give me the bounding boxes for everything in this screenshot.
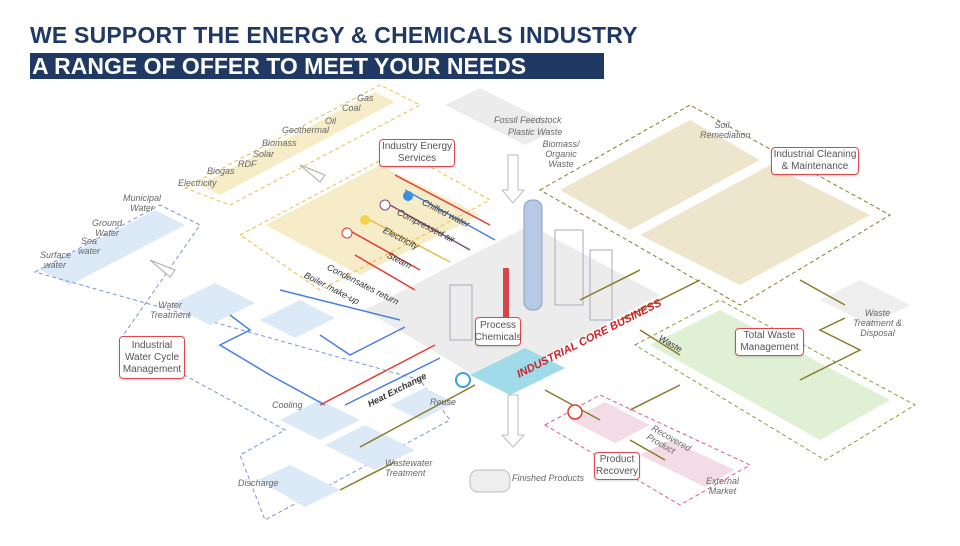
water-sources-area — [40, 210, 185, 285]
label-electricity-source: Electricity — [178, 178, 217, 188]
label-gas: Gas — [357, 93, 374, 103]
label-ground-water: Ground Water — [92, 218, 123, 238]
label-biomass-organic-waste: Biomass/ Organic Waste — [542, 139, 580, 169]
label-coal: Coal — [342, 103, 361, 113]
label-oil: Oil — [325, 116, 336, 126]
offer-product-recovery[interactable]: Product Recovery — [594, 452, 640, 480]
label-solar: Solar — [253, 149, 275, 159]
energy-sources-dash — [183, 84, 422, 206]
reuse-tile — [390, 388, 455, 420]
steam-icon — [341, 227, 353, 239]
lightning-icon — [360, 215, 370, 225]
label-surface-water: Surface water — [40, 250, 72, 270]
hollow-arrow-icon — [149, 259, 176, 278]
core-platform — [365, 225, 660, 385]
filtration-tile — [260, 300, 335, 338]
title-line-2: A RANGE OF OFFER TO MEET YOUR NEEDS — [30, 53, 604, 79]
recycle-icon — [567, 404, 583, 420]
external-market-area — [640, 440, 735, 487]
utility-lines — [218, 174, 496, 406]
label-external-market: External Market — [705, 476, 740, 496]
product-recovery-area — [570, 402, 650, 443]
water-drop-icon — [455, 372, 471, 388]
label-fossil-feedstock: Fossil Feedstock — [494, 115, 562, 125]
label-biogas: Biogas — [207, 166, 235, 176]
label-water-treatment: Water Treatment — [150, 300, 191, 320]
cleaning-dash — [538, 104, 892, 306]
offer-industry-energy-services[interactable]: Industry Energy Services — [379, 139, 455, 167]
chimney — [503, 268, 509, 318]
hollow-arrow-icon — [299, 164, 326, 183]
label-finished-products: Finished Products — [512, 473, 585, 483]
label-reuse: Reuse — [430, 397, 457, 407]
cleaning-area — [640, 165, 870, 285]
offer-total-waste-management[interactable]: Total Waste Management — [735, 328, 804, 356]
total-waste-area — [650, 310, 890, 440]
rack-structure-2 — [449, 284, 473, 341]
title-line-1: WE SUPPORT THE ENERGY & CHEMICALS INDUST… — [30, 22, 638, 48]
feedstock-area — [445, 88, 560, 145]
label-rdf: RDF — [238, 159, 257, 169]
offer-industrial-water-cycle-management[interactable]: Industrial Water Cycle Management — [119, 336, 185, 379]
energy-plant-area — [265, 165, 480, 275]
water-treatment-tile — [170, 283, 255, 325]
offer-industrial-cleaning-maintenance[interactable]: Industrial Cleaning & Maintenance — [771, 147, 859, 175]
feedstock-arrow — [500, 154, 526, 204]
label-cooling: Cooling — [272, 400, 303, 410]
label-geothermal: Geothermal — [282, 125, 330, 135]
rack-structure — [589, 249, 613, 321]
label-wastewater-treatment: Wastewater Treatment — [385, 458, 433, 478]
waste-treatment-area — [820, 280, 910, 325]
flow-lines — [339, 269, 862, 491]
label-waste-treatment-disposal: Waste Treatment & Disposal — [853, 308, 902, 338]
wastewater-tile — [325, 425, 415, 470]
gauge-icon — [379, 199, 391, 211]
label-soil-remediation: Soil Remediation — [700, 120, 751, 140]
label-municipal-water: Municipal Water — [122, 193, 162, 213]
label-biomass: Biomass — [262, 138, 297, 148]
soil-remediation-area — [560, 120, 760, 230]
label-plastic-waste: Plastic Waste — [508, 127, 563, 137]
offer-process-chemicals[interactable]: Process Chemicals — [475, 317, 521, 346]
tanker-truck — [469, 469, 511, 493]
column-tower — [523, 199, 543, 311]
column-structure — [554, 229, 584, 306]
total-waste-dash — [633, 299, 917, 461]
label-discharge: Discharge — [238, 478, 279, 488]
lab-area — [470, 348, 565, 395]
discharge-tile — [258, 465, 340, 507]
finished-products-arrow — [500, 394, 526, 448]
snowflake-icon — [403, 191, 413, 201]
label-sea-water: Sea water — [77, 236, 100, 256]
cooling-tile — [280, 400, 360, 440]
energy-services-dash — [239, 149, 492, 291]
energy-sources-area — [200, 92, 395, 195]
